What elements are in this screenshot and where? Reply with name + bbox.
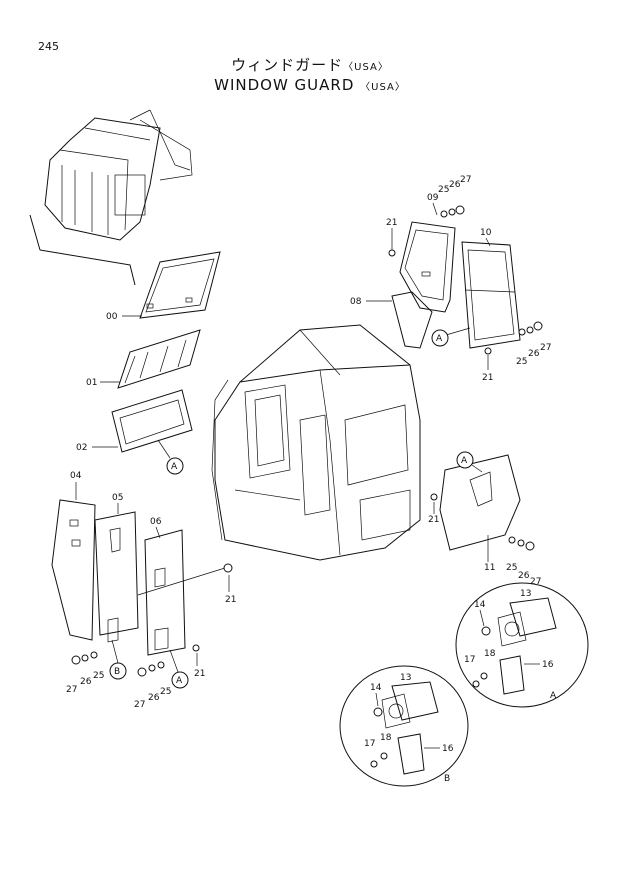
callout-13b: 13 xyxy=(400,673,411,683)
callout-25b: 25 xyxy=(516,357,527,367)
callout-25c: 25 xyxy=(506,563,517,573)
marker-a-3: A xyxy=(461,456,468,466)
callout-10: 10 xyxy=(480,228,492,238)
callout-26b: 26 xyxy=(528,349,540,359)
callout-26d: 26 xyxy=(80,677,92,687)
title-en-suffix: 〈USA〉 xyxy=(360,82,406,93)
callout-14a: 14 xyxy=(474,600,486,610)
marker-a-4: A xyxy=(176,676,183,686)
part-01-guard-plate: 01 xyxy=(86,329,201,389)
callout-18a: 18 xyxy=(484,649,496,659)
detail-label-b: B xyxy=(444,774,450,784)
callout-21e: 21 xyxy=(194,669,205,679)
callout-21d: 21 xyxy=(225,595,236,605)
callout-01: 01 xyxy=(86,378,97,388)
callout-21a: 21 xyxy=(386,218,397,228)
callout-17a: 17 xyxy=(464,655,475,665)
callout-04: 04 xyxy=(70,471,82,481)
callout-25a: 25 xyxy=(438,185,449,195)
callout-09: 09 xyxy=(427,193,439,203)
callout-17b: 17 xyxy=(364,739,375,749)
callout-25e: 25 xyxy=(160,687,171,697)
marker-b-1: B xyxy=(114,667,120,677)
callout-05: 05 xyxy=(112,493,123,503)
callout-21c: 21 xyxy=(428,515,439,525)
callout-27c: 27 xyxy=(530,577,541,587)
part-00-upper-guard: 00 xyxy=(106,251,221,322)
detail-label-a: A xyxy=(550,691,557,701)
callout-26a: 26 xyxy=(449,180,461,190)
callout-16b: 16 xyxy=(442,744,454,754)
part-11-side-guard: A 21 11 25 26 27 xyxy=(428,451,541,587)
callout-02: 02 xyxy=(76,443,87,453)
callout-00: 00 xyxy=(106,312,118,322)
callout-14b: 14 xyxy=(370,683,382,693)
part-10-rear-window-frame: 10 25 26 27 21 xyxy=(461,228,551,383)
operator-cab xyxy=(211,324,421,561)
title-english: WINDOW GUARD 〈USA〉 xyxy=(0,76,620,94)
part-06-side-guard: 06 xyxy=(144,517,186,656)
callout-11: 11 xyxy=(484,563,495,573)
part-05-side-guard: 05 xyxy=(94,493,139,643)
part-02-lower-guard: 02 A xyxy=(76,389,193,475)
callout-27b: 27 xyxy=(540,343,551,353)
callout-26e: 26 xyxy=(148,693,160,703)
detail-a-view: 13 14 18 17 16 A xyxy=(455,582,589,708)
marker-a-1: A xyxy=(171,462,178,472)
callout-16a: 16 xyxy=(542,660,554,670)
machine-overview-sketch xyxy=(29,109,193,286)
callout-25d: 25 xyxy=(93,671,104,681)
marker-a-2: A xyxy=(436,334,443,344)
callout-27a: 27 xyxy=(460,175,471,185)
callout-18b: 18 xyxy=(380,733,392,743)
callout-21b: 21 xyxy=(482,373,493,383)
detail-b-view: 13 14 18 17 16 B xyxy=(339,665,469,787)
title-jp-text: ウィンドガード xyxy=(231,56,344,74)
callout-06: 06 xyxy=(150,517,162,527)
callout-08: 08 xyxy=(350,297,362,307)
left-hardware: 21 21 27 26 25 B 27 26 25 A xyxy=(66,563,236,710)
callout-27d: 27 xyxy=(66,685,77,695)
callout-13a: 13 xyxy=(520,589,531,599)
callout-26c: 26 xyxy=(518,571,530,581)
callout-27e: 27 xyxy=(134,700,145,710)
part-08-rear-panel: 08 A xyxy=(350,291,471,349)
page-number: 245 xyxy=(38,40,59,53)
part-04-side-guard: 04 xyxy=(51,471,96,641)
part-09-rear-guard: 09 21 25 26 27 xyxy=(386,175,471,313)
title-japanese: ウィンドガード〈USA〉 xyxy=(0,54,620,75)
title-jp-suffix: 〈USA〉 xyxy=(343,62,389,73)
title-en-text: WINDOW GUARD xyxy=(214,76,355,94)
